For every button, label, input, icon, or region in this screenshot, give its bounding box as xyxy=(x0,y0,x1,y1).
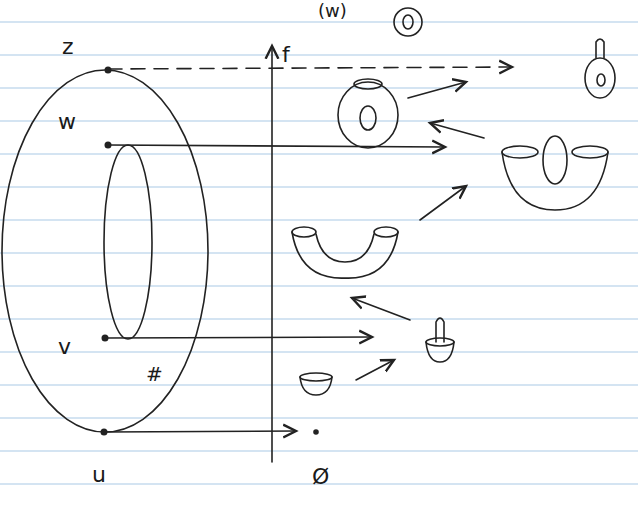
ruled-lines xyxy=(0,22,638,484)
point-label: w xyxy=(58,111,76,133)
point-label: z xyxy=(62,36,74,58)
point-label: (w) xyxy=(318,2,347,20)
point-label: u xyxy=(92,464,106,486)
axis-label: f xyxy=(282,44,290,66)
point-label: v xyxy=(58,336,71,358)
point-label: Ø xyxy=(312,466,329,488)
hatch-mark: # xyxy=(146,364,163,384)
